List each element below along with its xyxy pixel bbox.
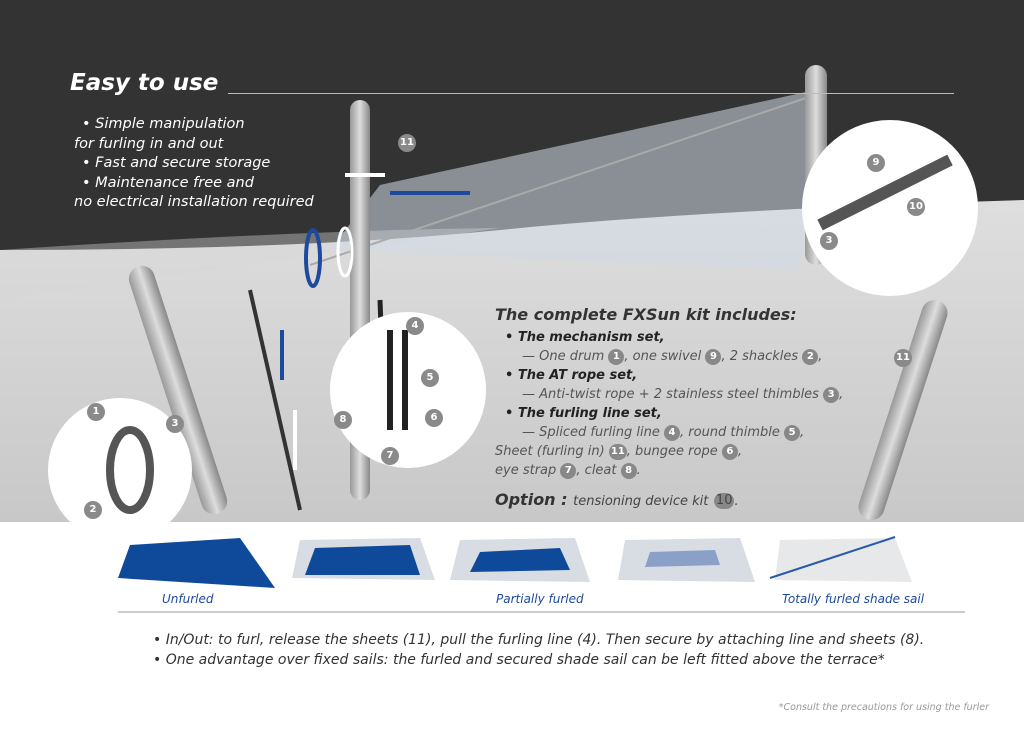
intro-line: no electrical installation required — [74, 194, 314, 210]
text: , — [737, 444, 743, 459]
part-badge: 10 — [907, 198, 925, 216]
usage-notes: • In/Out: to furl, release the sheets (1… — [153, 630, 924, 670]
kit-title: The complete FXSun kit includes: — [495, 305, 797, 324]
text: — One drum — [522, 349, 605, 364]
part-badge: 9 — [705, 348, 722, 365]
part-badge: 6 — [425, 409, 443, 427]
rope-set-label: • The AT rope set, — [505, 368, 638, 383]
part-badge: 8 — [620, 462, 637, 479]
text: — Spliced furling line — [522, 425, 660, 440]
text: Sheet (furling in) — [495, 444, 605, 459]
furling-set-text: — Spliced furling line 4, round thimble … — [495, 423, 843, 442]
text: — Anti-twist rope + 2 stainless steel th… — [522, 387, 819, 402]
rope-set-text: — Anti-twist rope + 2 stainless steel th… — [495, 385, 843, 404]
part-badge: 2 — [802, 348, 819, 365]
intro-line: for furling in and out — [74, 135, 224, 152]
part-badge: 3 — [820, 232, 838, 250]
title-divider — [228, 93, 954, 94]
part-badge: 2 — [84, 501, 102, 519]
text: , — [818, 349, 823, 364]
intro-line: • Simple manipulation — [82, 116, 245, 132]
intro-list: • Simple manipulation for furling in and… — [74, 115, 314, 213]
furling-rope — [309, 94, 816, 266]
text: . — [636, 463, 641, 478]
stage-label-unfurled: Unfurled — [162, 592, 214, 606]
part-badge: 6 — [721, 443, 738, 460]
footnote: *Consult the precautions for using the f… — [778, 702, 989, 713]
part-badge: 3 — [166, 415, 184, 433]
option-line: Option : tensioning device kit 10. — [495, 490, 843, 511]
mechanism-set-text: — One drum 1, one swivel 9, 2 shackles 2… — [495, 347, 843, 366]
detail-circle-swivel — [802, 120, 978, 296]
text: . — [734, 494, 739, 509]
stage-label-partial: Partially furled — [496, 592, 584, 606]
strap-text: eye strap 7, cleat 8. — [495, 461, 843, 480]
part-badge: 4 — [664, 424, 680, 441]
part-badge: 11 — [608, 443, 627, 460]
note-line: • One advantage over fixed sails: the fu… — [153, 652, 885, 668]
option-label: Option : — [495, 490, 568, 509]
part-badge: 1 — [87, 403, 105, 421]
part-badge: 9 — [867, 154, 885, 172]
part-badge: 5 — [784, 424, 801, 441]
sail-furled — [775, 538, 912, 582]
furling-set-label: • The furling line set, — [505, 406, 662, 421]
part-badge: 8 — [334, 411, 352, 429]
kit-contents: The complete FXSun kit includes: • The m… — [495, 305, 843, 511]
part-badge: 4 — [406, 317, 424, 335]
page-title: Easy to use — [70, 70, 219, 96]
part-badge: 7 — [560, 462, 577, 479]
note-line: • In/Out: to furl, release the sheets (1… — [153, 632, 925, 648]
part-badge: 10 — [713, 492, 735, 509]
text: , one swivel — [624, 349, 702, 364]
part-badge: 5 — [421, 369, 439, 387]
part-badge: 11 — [894, 349, 912, 367]
pole-right-front — [858, 299, 948, 521]
sheet-text: Sheet (furling in) 11, bungee rope 6, — [495, 442, 843, 461]
text: , 2 shackles — [721, 349, 799, 364]
text: , cleat — [576, 463, 617, 478]
text: , — [800, 425, 805, 440]
part-badge: 1 — [608, 348, 625, 365]
text: , round thimble — [680, 425, 780, 440]
sail-unfurled — [118, 538, 275, 588]
part-badge: 3 — [823, 386, 840, 403]
text: tensioning device kit — [573, 494, 709, 509]
text: , — [839, 387, 844, 402]
mechanism-set-label: • The mechanism set, — [505, 330, 665, 345]
text: eye strap — [495, 463, 557, 478]
part-badge: 7 — [381, 447, 399, 465]
intro-line: • Fast and secure storage — [82, 155, 271, 171]
stage-label-furled: Totally furled shade sail — [782, 592, 925, 606]
part-badge: 11 — [398, 134, 416, 152]
intro-line: • Maintenance free and — [82, 174, 254, 191]
pole-left — [128, 265, 228, 515]
text: , bungee rope — [626, 444, 718, 459]
